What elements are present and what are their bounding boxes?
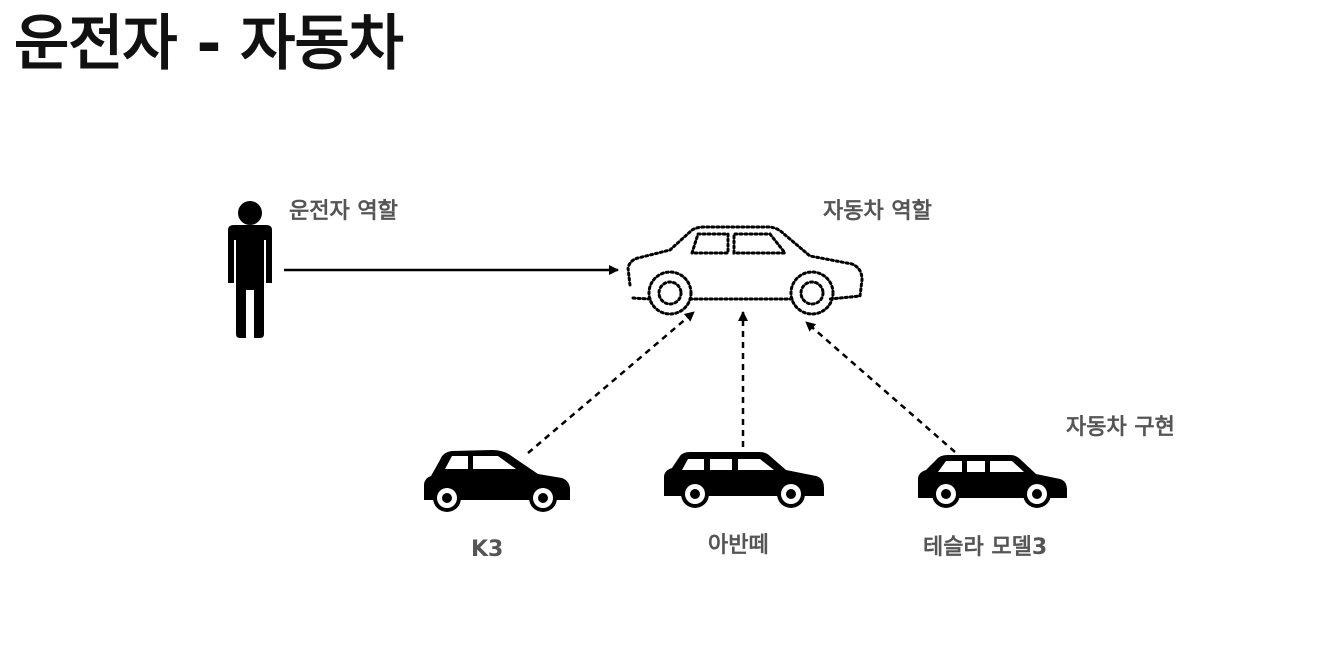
impl-arrow-k3 (527, 311, 695, 454)
car-impl-label: 자동차 구현 (1066, 415, 1175, 440)
car-k3-icon (424, 450, 570, 512)
impl-arrow-tesla (805, 321, 956, 453)
car-avante-icon (664, 452, 824, 508)
car-name-tesla: 테슬라 모델3 (923, 535, 1048, 560)
page-title: 운전자 - 자동차 (14, 9, 404, 79)
driver-role-label: 운전자 역할 (289, 199, 398, 224)
car-role-label: 자동차 역할 (823, 199, 932, 224)
car-role-dotted-car-icon (626, 225, 864, 316)
car-name-avante: 아반떼 (708, 533, 769, 558)
person-icon (228, 201, 272, 338)
car-tesla-icon (918, 455, 1067, 508)
car-name-k3: K3 (471, 537, 504, 562)
